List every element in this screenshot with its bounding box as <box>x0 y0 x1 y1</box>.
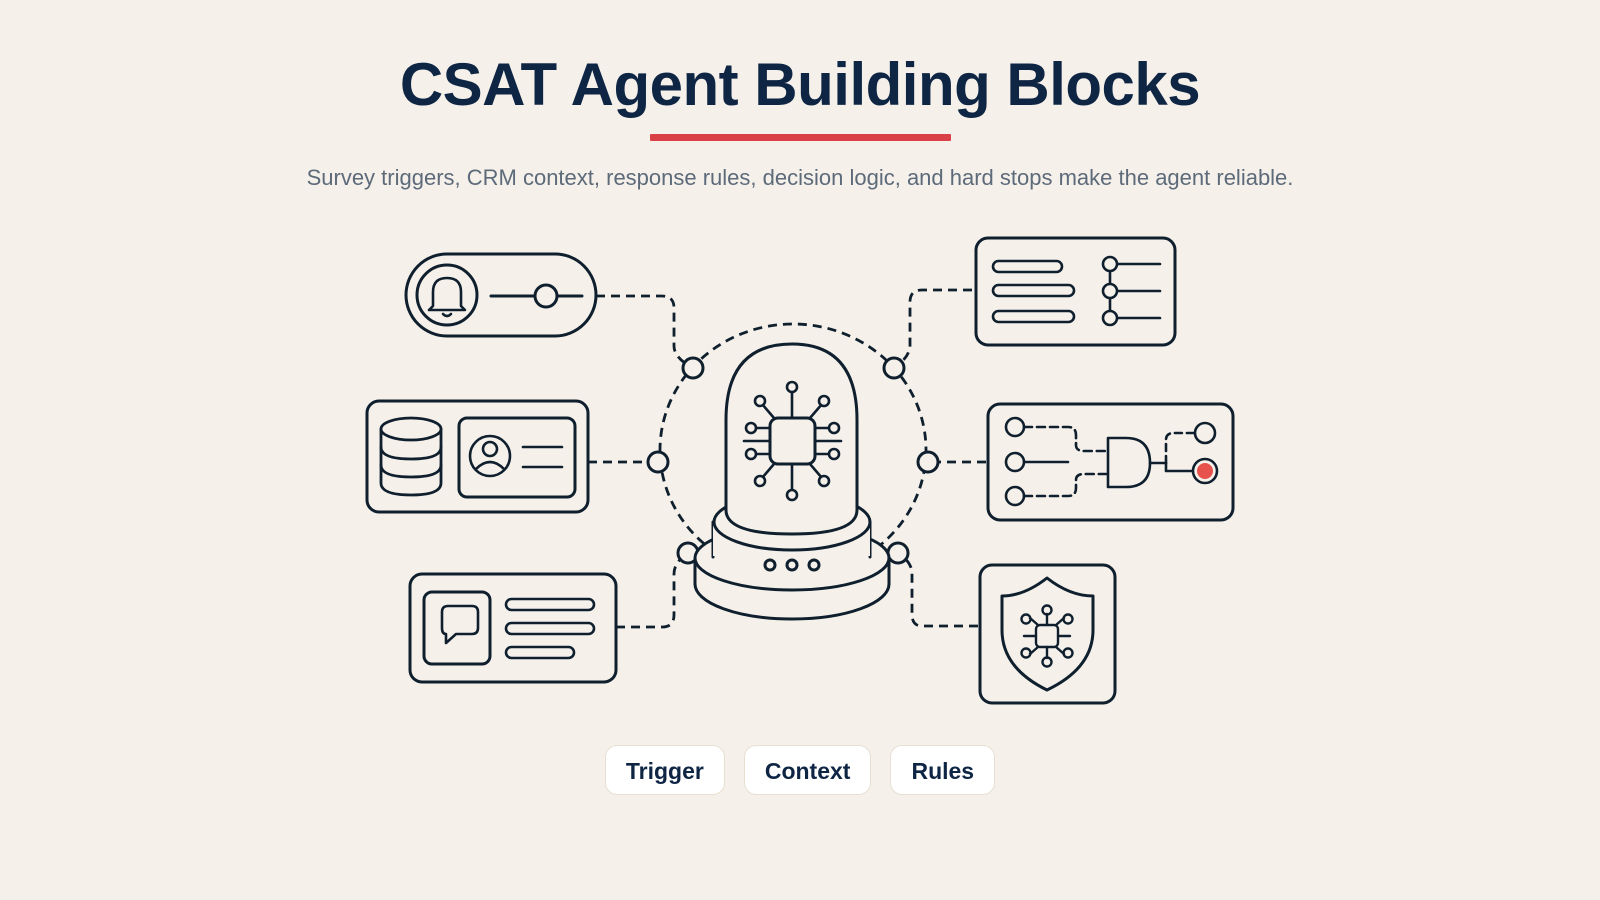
tag-context[interactable]: Context <box>743 745 872 795</box>
tag-trigger[interactable]: Trigger <box>604 745 725 795</box>
ai-chip-dome-icon <box>693 342 891 621</box>
connector-trigger <box>596 294 694 370</box>
ring-node <box>886 541 910 565</box>
database-contact-card-icon <box>365 399 590 514</box>
tag-row: Trigger Context Rules <box>0 745 1600 795</box>
ring-node <box>681 356 705 380</box>
connector-rules <box>893 288 972 370</box>
chat-message-icon <box>408 572 618 684</box>
connector-response <box>616 551 689 629</box>
ring-node <box>882 356 906 380</box>
ring-node <box>646 450 670 474</box>
checklist-icon <box>974 236 1177 347</box>
bell-toggle-icon <box>404 252 598 338</box>
logic-gate-icon <box>986 402 1235 522</box>
status-dot <box>1197 463 1213 479</box>
title-underline <box>650 134 951 141</box>
ring-node <box>916 450 940 474</box>
shield-chip-icon <box>978 563 1117 705</box>
tag-rules[interactable]: Rules <box>890 745 996 795</box>
page-subtitle: Survey triggers, CRM context, response r… <box>306 165 1294 190</box>
connector-hard-stops <box>897 551 978 628</box>
page-title: CSAT Agent Building Blocks <box>399 51 1201 118</box>
